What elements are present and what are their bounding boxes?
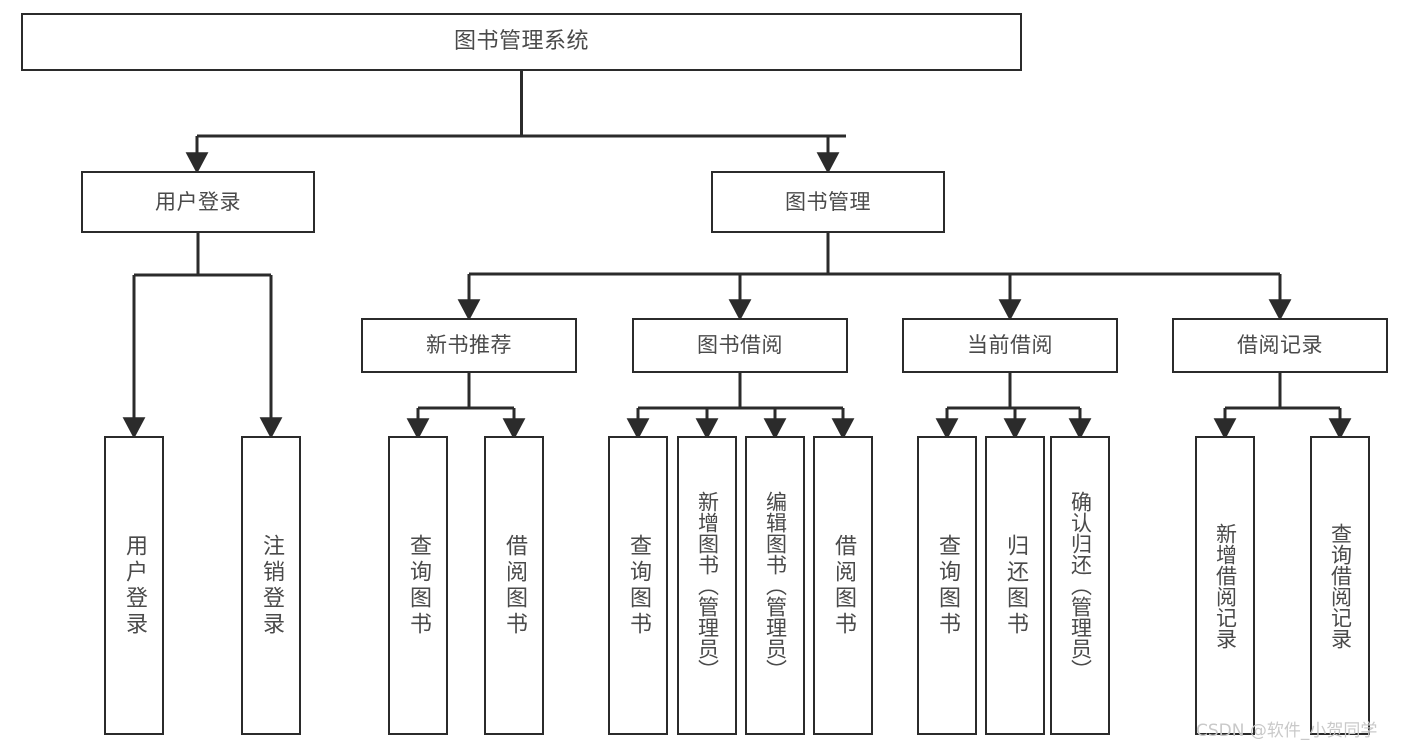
node-leaf-user-logout[interactable]: 注销登录 xyxy=(241,436,301,735)
node-leaf-borrow-book-1[interactable]: 借阅图书 xyxy=(484,436,544,735)
node-leaf-query-book-2[interactable]: 查询图书 xyxy=(608,436,668,735)
node-leaf-add-book-admin-label: 新增图书（管理员） xyxy=(695,491,720,680)
node-root-label: 图书管理系统 xyxy=(453,29,589,55)
node-leaf-edit-book-admin-label: 编辑图书（管理员） xyxy=(763,491,788,680)
node-book-borrow[interactable]: 图书借阅 xyxy=(632,318,848,373)
node-leaf-query-book-3-label: 查询图书 xyxy=(935,533,960,638)
node-leaf-borrow-book-1-label: 借阅图书 xyxy=(502,533,527,638)
node-user-login[interactable]: 用户登录 xyxy=(81,171,315,233)
node-leaf-user-login-label: 用户登录 xyxy=(122,533,147,638)
node-book-borrow-label: 图书借阅 xyxy=(697,333,783,358)
node-leaf-query-borrow-record[interactable]: 查询借阅记录 xyxy=(1310,436,1370,735)
node-leaf-user-logout-label: 注销登录 xyxy=(259,533,284,638)
node-leaf-borrow-book-2-label: 借阅图书 xyxy=(831,533,856,638)
node-book-manage[interactable]: 图书管理 xyxy=(711,171,945,233)
node-leaf-query-book-1-label: 查询图书 xyxy=(406,533,431,638)
csdn-watermark: CSDN @软件_小贺同学 xyxy=(1196,721,1378,741)
node-user-login-label: 用户登录 xyxy=(155,189,241,214)
node-leaf-add-book-admin[interactable]: 新增图书（管理员） xyxy=(677,436,737,735)
node-leaf-query-book-1[interactable]: 查询图书 xyxy=(388,436,448,735)
node-book-manage-label: 图书管理 xyxy=(785,189,871,214)
node-leaf-return-book[interactable]: 归还图书 xyxy=(985,436,1045,735)
node-leaf-query-book-2-label: 查询图书 xyxy=(626,533,651,638)
node-leaf-query-book-3[interactable]: 查询图书 xyxy=(917,436,977,735)
node-leaf-borrow-book-2[interactable]: 借阅图书 xyxy=(813,436,873,735)
node-leaf-edit-book-admin[interactable]: 编辑图书（管理员） xyxy=(745,436,805,735)
node-leaf-confirm-return-admin[interactable]: 确认归还（管理员） xyxy=(1050,436,1110,735)
node-leaf-query-borrow-record-label: 查询借阅记录 xyxy=(1328,522,1353,649)
node-leaf-add-borrow-record-label: 新增借阅记录 xyxy=(1213,522,1238,649)
node-current-borrow[interactable]: 当前借阅 xyxy=(902,318,1118,373)
node-root[interactable]: 图书管理系统 xyxy=(21,13,1022,71)
node-new-book-recommend-label: 新书推荐 xyxy=(426,333,512,358)
node-leaf-confirm-return-admin-label: 确认归还（管理员） xyxy=(1068,491,1093,680)
node-leaf-user-login[interactable]: 用户登录 xyxy=(104,436,164,735)
node-current-borrow-label: 当前借阅 xyxy=(967,333,1053,358)
node-borrow-record-label: 借阅记录 xyxy=(1237,333,1323,358)
node-leaf-return-book-label: 归还图书 xyxy=(1003,533,1028,638)
node-borrow-record[interactable]: 借阅记录 xyxy=(1172,318,1388,373)
node-new-book-recommend[interactable]: 新书推荐 xyxy=(361,318,577,373)
node-leaf-add-borrow-record[interactable]: 新增借阅记录 xyxy=(1195,436,1255,735)
